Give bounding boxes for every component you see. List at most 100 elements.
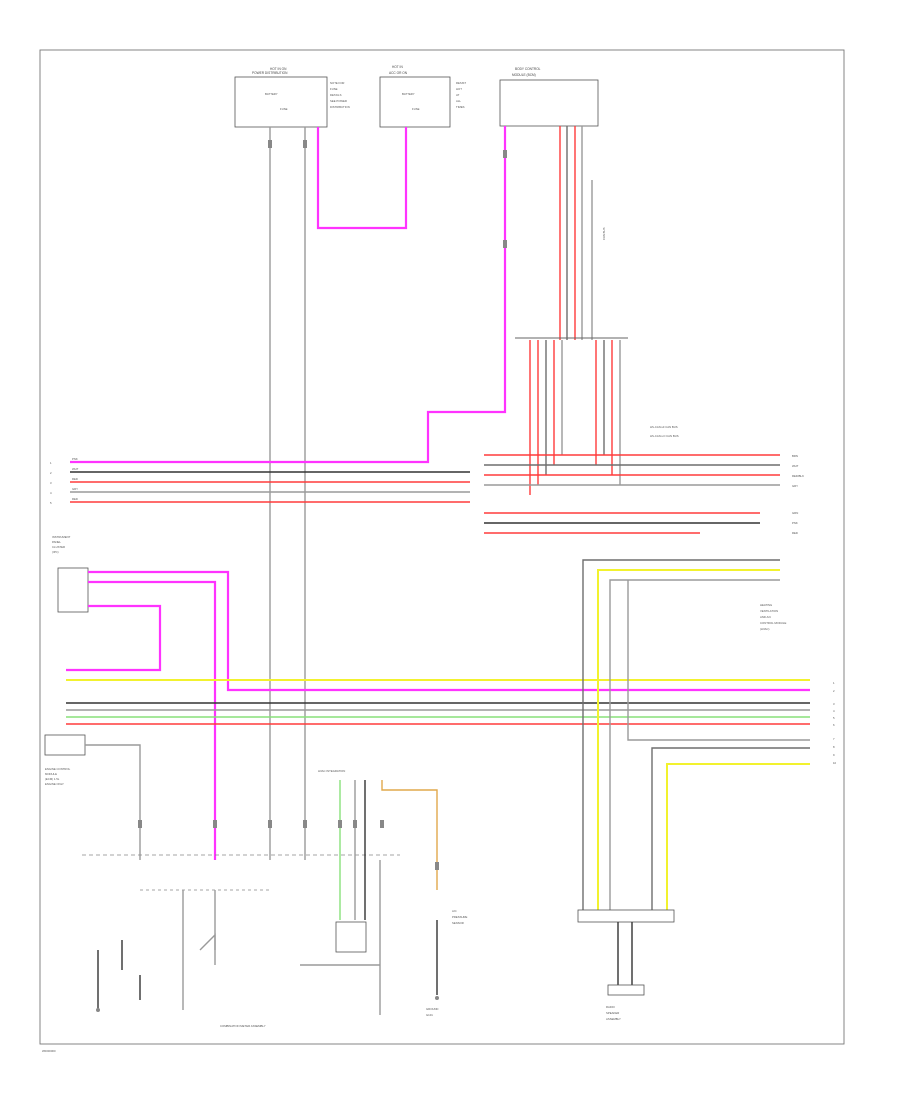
svg-text:ENGINE ONLY: ENGINE ONLY — [45, 782, 64, 786]
svg-text:FUSE: FUSE — [330, 87, 338, 91]
splice-wires — [529, 340, 621, 495]
connector-marks — [138, 140, 507, 870]
svg-text:1: 1 — [833, 681, 835, 685]
svg-text:MODULE: MODULE — [45, 772, 57, 776]
svg-text:2: 2 — [833, 689, 835, 693]
svg-text:CLUSTER: CLUSTER — [52, 545, 65, 549]
svg-text:DETAILS: DETAILS — [330, 93, 342, 97]
hvac-integration: HVAC INTEGRATION — [318, 769, 438, 920]
svg-text:ALL: ALL — [456, 99, 461, 103]
svg-text:A/C: A/C — [452, 909, 457, 913]
svg-text:BRN: BRN — [792, 454, 798, 458]
svg-text:AT: AT — [456, 93, 460, 97]
svg-text:PANEL: PANEL — [52, 540, 61, 544]
svg-text:GRY: GRY — [792, 484, 798, 488]
svg-text:VENTILATION: VENTILATION — [760, 609, 778, 613]
right-module-label: HEATING VENTILATION AND A/C CONTROL MODU… — [760, 603, 786, 631]
svg-text:FUSE: FUSE — [412, 107, 420, 111]
svg-text:MODULE (BCM): MODULE (BCM) — [512, 73, 536, 77]
right-pin-numbers: 1 2 3 4 5 6 7 8 9 10 — [833, 681, 837, 765]
svg-text:RED/BLK: RED/BLK — [792, 474, 804, 478]
svg-text:3: 3 — [833, 702, 835, 706]
top-left-module-title: HOT IN ON — [270, 67, 287, 71]
can-label-hi: HS-CAN-HI CAN BUS — [650, 425, 678, 429]
svg-text:(IPC): (IPC) — [52, 550, 59, 554]
svg-text:RED: RED — [72, 477, 78, 481]
svg-text:(HVAC): (HVAC) — [760, 627, 769, 631]
svg-text:TIMES: TIMES — [456, 105, 465, 109]
right-bus-colors: BRN WHT RED/BLK GRY GRN PNK RED — [792, 454, 804, 535]
ground-icon — [435, 996, 439, 1000]
top-left-note: NOTE FOR FUSE DETAILS SEE POWER DISTRIBU… — [330, 81, 350, 109]
svg-text:BODY CONTROL: BODY CONTROL — [515, 67, 541, 71]
meter-ground-icon — [96, 1008, 100, 1012]
svg-text:RED: RED — [72, 497, 78, 501]
svg-text:HOT IN: HOT IN — [392, 65, 403, 69]
svg-text:AND A/C: AND A/C — [760, 615, 771, 619]
svg-text:RESIST: RESIST — [456, 81, 466, 85]
svg-text:RED: RED — [792, 531, 798, 535]
svg-text:5: 5 — [833, 716, 835, 720]
svg-text:DISTRIBUTION: DISTRIBUTION — [330, 105, 350, 109]
svg-text:HVAC INTEGRATION: HVAC INTEGRATION — [318, 769, 345, 773]
svg-text:4: 4 — [833, 709, 835, 713]
svg-text:ACC OR ON: ACC OR ON — [389, 71, 408, 75]
can-label-lo: HS-CAN-LO CAN BUS — [650, 434, 679, 438]
svg-text:WHT: WHT — [792, 464, 799, 468]
svg-text:SEE POWER: SEE POWER — [330, 99, 347, 103]
svg-text:BATTERY: BATTERY — [402, 92, 415, 96]
top-mid-note: RESIST HOT AT ALL TIMES — [456, 81, 466, 109]
svg-text:ASSEMBLY: ASSEMBLY — [606, 1017, 621, 1021]
lower-bus-wires — [66, 679, 810, 725]
svg-text:GRY: GRY — [72, 487, 78, 491]
left-module: INSTRUMENT PANEL CLUSTER (IPC) — [52, 535, 89, 613]
top-mid-module: HOT IN ACC OR ON BATTERY FUSE — [379, 65, 451, 128]
svg-text:3: 3 — [50, 481, 52, 485]
svg-text:HEATING: HEATING — [760, 603, 772, 607]
left-lower-wire — [85, 744, 141, 860]
svg-text:CONTROL MODULE: CONTROL MODULE — [760, 621, 786, 625]
svg-text:8: 8 — [833, 745, 835, 749]
svg-text:1: 1 — [50, 461, 52, 465]
svg-text:6: 6 — [833, 723, 835, 727]
svg-text:2: 2 — [50, 471, 52, 475]
svg-text:GROUND: GROUND — [426, 1007, 438, 1011]
left-bus-wires — [70, 471, 470, 503]
svg-text:PNK: PNK — [72, 457, 78, 461]
left-lower-module: ENGINE CONTROL MODULE (ECM) 1.5L ENGINE … — [44, 734, 86, 786]
top-right-module: BODY CONTROL MODULE (BCM) — [499, 67, 599, 127]
top-left-module-subtitle: POWER DISTRIBUTION — [252, 71, 288, 75]
bus-label: CAN BUS — [602, 227, 606, 240]
svg-text:9: 9 — [833, 753, 835, 757]
top-left-module-text: BATTERY — [265, 92, 278, 96]
combination-meter: COMBINATION METER ASSEMBLY — [96, 860, 381, 1028]
svg-text:GRN: GRN — [792, 511, 798, 515]
bottom-right-module: RADIO SPEAKER ASSEMBLY — [577, 909, 675, 1021]
top-wires — [70, 126, 593, 860]
left-module-wires — [66, 570, 810, 860]
footer-code: W0000000 — [42, 1049, 56, 1053]
svg-text:G101: G101 — [426, 1013, 433, 1017]
svg-text:INSTRUMENT: INSTRUMENT — [52, 535, 71, 539]
svg-text:5: 5 — [50, 501, 52, 505]
svg-text:HOT: HOT — [456, 87, 462, 91]
right-module-wires — [582, 559, 810, 910]
svg-text:10: 10 — [833, 761, 837, 765]
left-pin-numbers: 1 2 3 4 5 — [50, 461, 52, 505]
top-left-module: HOT IN ON POWER DISTRIBUTION BATTERY FUS… — [234, 67, 328, 128]
svg-text:NOTE FOR: NOTE FOR — [330, 81, 344, 85]
diagram-frame — [39, 49, 845, 1045]
svg-text:PRESSURE: PRESSURE — [452, 915, 468, 919]
svg-text:RADIO: RADIO — [606, 1005, 616, 1009]
svg-text:(ECM) 1.5L: (ECM) 1.5L — [45, 777, 60, 781]
svg-text:4: 4 — [50, 491, 52, 495]
svg-text:7: 7 — [833, 737, 835, 741]
left-bus-colors: PNK WHT RED GRY RED — [72, 457, 79, 501]
svg-text:SENSOR: SENSOR — [452, 921, 464, 925]
center-sensor: A/C PRESSURE SENSOR GROUND G101 — [426, 909, 468, 1017]
svg-text:SPEAKER: SPEAKER — [606, 1011, 619, 1015]
svg-text:ENGINE CONTROL: ENGINE CONTROL — [45, 767, 71, 771]
right-bus-wires-upper — [484, 454, 780, 534]
center-bottom-module-label: COMBINATION METER ASSEMBLY — [220, 1024, 266, 1028]
